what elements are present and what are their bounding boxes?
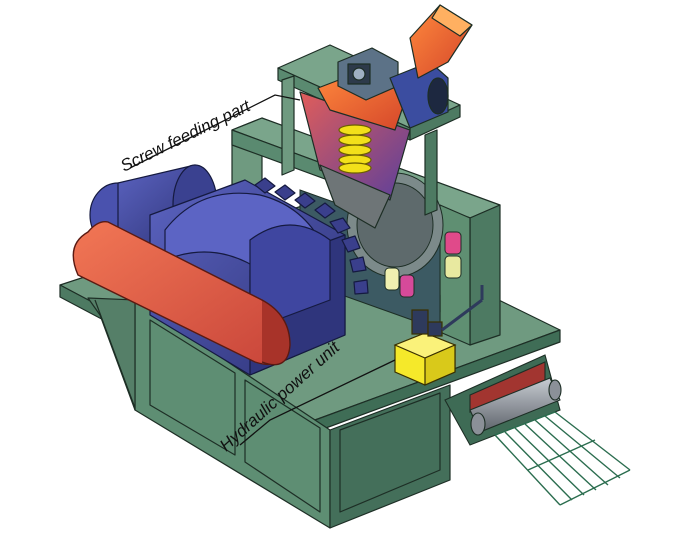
leader-lines bbox=[129, 94, 396, 446]
hydraulic-leader bbox=[239, 359, 396, 446]
spring bbox=[338, 124, 372, 174]
belt-guard bbox=[72, 221, 291, 366]
screw-feeder bbox=[277, 4, 473, 229]
screw-feeding-leader bbox=[129, 94, 301, 169]
gearbox bbox=[89, 164, 369, 376]
gear-teeth bbox=[254, 177, 369, 295]
hydraulic-unit bbox=[393, 285, 484, 386]
output-conveyor bbox=[444, 354, 631, 506]
conveyor-grill bbox=[494, 411, 631, 506]
